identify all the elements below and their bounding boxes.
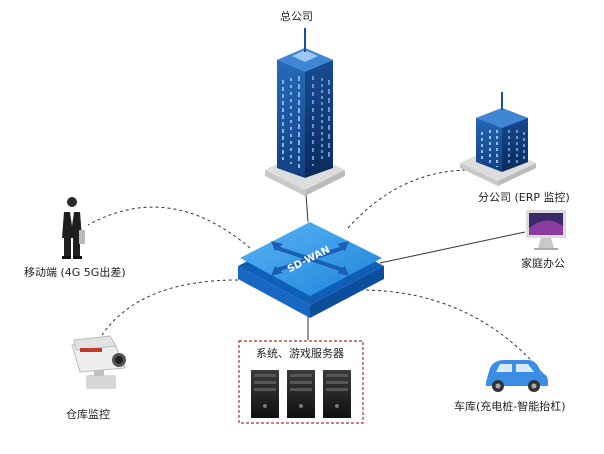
mobile-label: 移动端 (4G 5G出差): [24, 266, 126, 279]
headquarters-label: 总公司: [280, 10, 313, 23]
server-icon: [287, 370, 315, 418]
cctv-camera-icon: [71, 335, 126, 389]
garage-label: 车库(充电桩-智能抬杠): [454, 400, 566, 413]
server-group-frame: [238, 340, 364, 424]
server-icon: [251, 370, 279, 418]
link-home-office: [379, 231, 526, 264]
mobile-user-icon: [62, 197, 85, 259]
branch-building-icon: [460, 92, 536, 186]
server-group: [238, 340, 364, 424]
car-icon: [486, 360, 548, 392]
monitor-icon: [526, 210, 566, 250]
link-warehouse: [101, 279, 239, 336]
connections: [87, 169, 541, 371]
server-icon: [323, 370, 351, 418]
link-branch: [347, 169, 471, 229]
sd-wan-hub-icon: SD-WAN: [238, 222, 384, 318]
link-garage: [359, 289, 541, 371]
link-mobile: [87, 206, 251, 249]
branch-label: 分公司 (ERP 监控): [478, 191, 570, 204]
servers-label: 系统、游戏服务器: [256, 347, 344, 360]
home-office-label: 家庭办公: [521, 257, 565, 270]
headquarters-building-icon: [265, 28, 345, 196]
warehouse-label: 仓库监控: [66, 408, 110, 421]
